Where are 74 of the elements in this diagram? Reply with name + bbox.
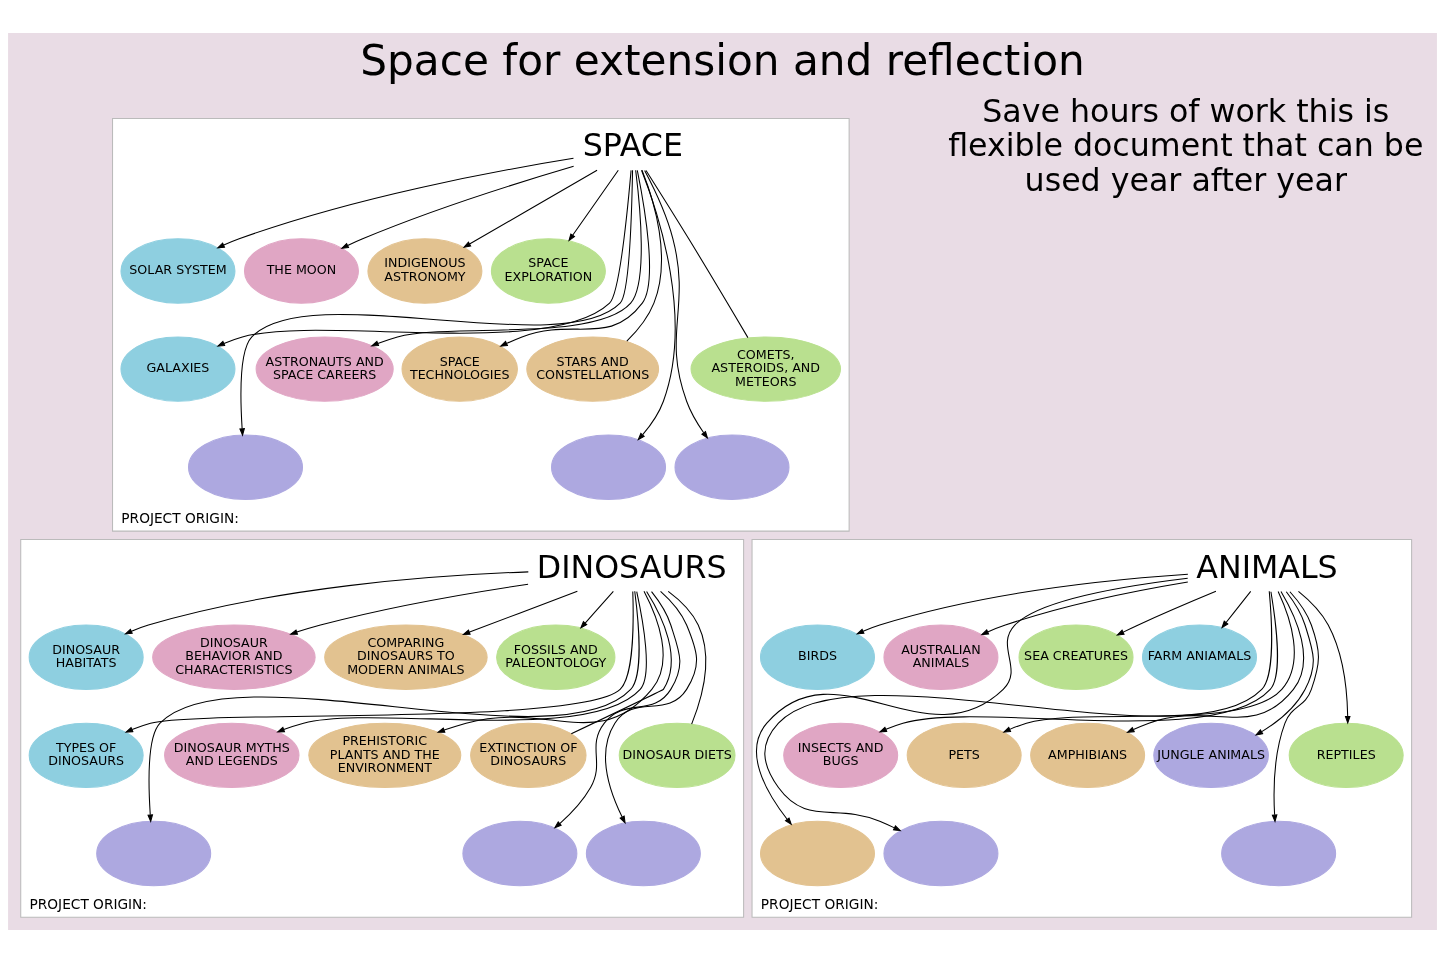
arrow: [855, 573, 1189, 635]
node-ellipse: THE MOON: [243, 238, 359, 304]
arrow: [461, 590, 578, 635]
arrow: [124, 590, 634, 733]
arrow: [1254, 591, 1314, 736]
arrow: [370, 169, 642, 347]
node-ellipse: ASTRONAUTS AND SPACE CAREERS: [255, 336, 394, 402]
connector: [570, 590, 672, 735]
arrow: [1221, 590, 1252, 629]
node-ellipse: AUSTRALIAN ANIMALS: [883, 624, 999, 690]
node-ellipse: DINOSAUR HABITATS: [28, 624, 144, 690]
label: Save hours of work this is flexible document that can be used year after year: [948, 92, 1424, 199]
node-ellipse: EXTINCTION OF DINOSAURS: [470, 722, 587, 789]
node-ellipse: SPACE EXPLORATION: [490, 238, 606, 304]
node-ellipse: [96, 820, 212, 887]
arrow: [1002, 590, 1295, 733]
arrow: [637, 169, 676, 441]
arrow: [216, 157, 574, 249]
node-ellipse: STARS AND CONSTELLATIONS: [526, 336, 660, 402]
node-ellipse: INSECTS AND BUGS: [783, 722, 899, 789]
node-ellipse: COMETS, ASTEROIDS, AND METEORS: [690, 336, 841, 402]
arrow: [1297, 590, 1351, 725]
arrow: [147, 590, 640, 823]
node-ellipse: REPTILES: [1288, 722, 1404, 789]
node-ellipse: DINOSAUR BEHAVIOR AND CHARACTERISTICS: [152, 624, 316, 690]
arrow: [878, 591, 1278, 733]
node-ellipse: JUNGLE ANIMALS: [1153, 722, 1269, 789]
arrow: [553, 591, 681, 829]
node-ellipse: [674, 434, 790, 500]
node-ellipse: SEA CREATURES: [1018, 624, 1134, 690]
node-ellipse: [883, 820, 999, 887]
node-ellipse: PETS: [906, 722, 1022, 789]
node-ellipse: DINOSAUR DIETS: [618, 722, 736, 789]
arrow: [462, 169, 598, 249]
node-ellipse: COMPARING DINOSAURS TO MODERN ANIMALS: [324, 624, 488, 690]
node-ellipse: [188, 434, 303, 500]
connector: [667, 590, 707, 725]
connector: [645, 169, 749, 339]
node-ellipse: [759, 820, 875, 887]
arrow: [644, 169, 709, 440]
node-ellipse: FOSSILS AND PALEONTOLOGY: [496, 624, 616, 690]
node-ellipse: AMPHIBIANS: [1030, 722, 1146, 789]
arrow: [499, 169, 651, 347]
node-ellipse: [585, 820, 701, 887]
arrow: [756, 577, 1189, 826]
node-ellipse: GALAXIES: [120, 336, 236, 402]
node-text: DINOSAURS: [536, 548, 727, 585]
node-ellipse: [1221, 820, 1337, 887]
arrow: [568, 169, 619, 242]
arrow: [579, 590, 614, 630]
arrow: [1115, 590, 1217, 636]
node-text: SPACE: [582, 127, 683, 164]
node-ellipse: PREHISTORIC PLANTS AND THE ENVIRONMENT: [308, 722, 462, 789]
arrow: [764, 590, 1273, 832]
arrow: [436, 590, 664, 733]
arrow: [124, 571, 529, 635]
node-ellipse: BIRDS: [759, 624, 875, 690]
node-ellipse: SPACE TECHNOLOGIES: [401, 336, 518, 402]
arrow: [340, 165, 575, 249]
arrow: [289, 583, 529, 635]
arrow: [1126, 590, 1305, 733]
connector: [626, 169, 662, 342]
diagram-title: Space for extension and reflection: [360, 36, 1085, 86]
node-ellipse: DINOSAUR MYTHS AND LEGENDS: [164, 722, 300, 789]
arrow: [276, 591, 647, 733]
arrow: [239, 169, 634, 437]
arrow: [980, 581, 1189, 636]
node-text: ANIMALS: [1196, 548, 1338, 585]
node-ellipse: FARM ANIAMALS: [1142, 624, 1257, 690]
node-ellipse: TYPES OF DINOSAURS: [28, 722, 144, 789]
arrow: [605, 590, 698, 825]
arrow: [1271, 591, 1319, 823]
arrow: [216, 169, 632, 347]
node-ellipse: SOLAR SYSTEM: [120, 238, 236, 304]
